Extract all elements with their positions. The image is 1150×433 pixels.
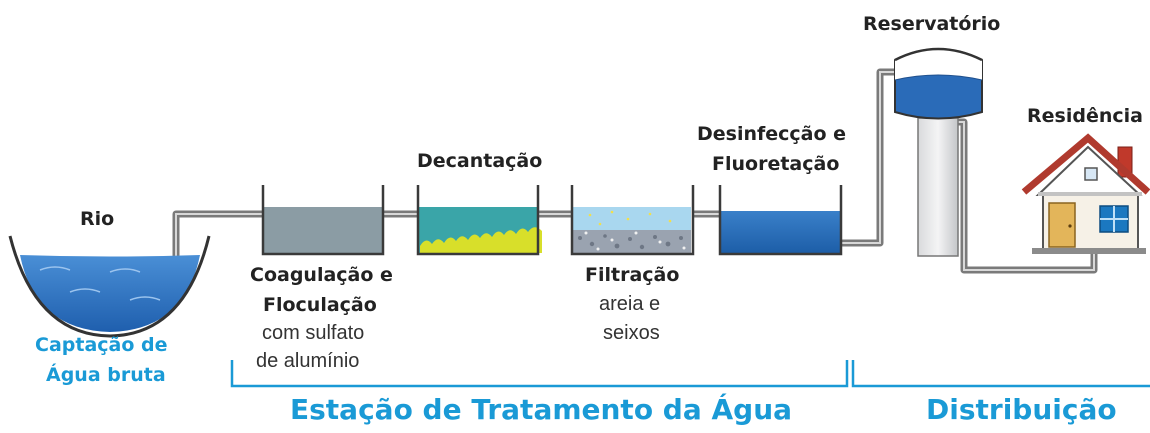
section-brackets [230, 360, 1150, 388]
label-residencia: Residência [1027, 105, 1143, 127]
label-coagulacao-detail-1: com sulfato [262, 322, 365, 344]
label-coagulacao-1: Coagulação e [250, 264, 393, 286]
coagulation-tank [261, 185, 385, 256]
decantation-tank [416, 185, 542, 256]
house [1021, 133, 1150, 254]
label-coagulacao-detail-2: de alumínio [256, 350, 360, 372]
label-coagulacao-2: Floculação [263, 294, 377, 316]
river-basin [8, 235, 211, 338]
label-captacao-1: Captação de [35, 334, 168, 356]
bracket-distribuicao [851, 360, 1150, 388]
reservoir-tower [894, 47, 983, 257]
label-filtracao-detail-1: areia e [599, 293, 661, 315]
bracket-estacao [230, 360, 849, 388]
label-rio: Rio [80, 208, 115, 230]
label-captacao-2: Água bruta [46, 364, 166, 386]
label-filtracao: Filtração [585, 264, 680, 286]
label-decantacao: Decantação [417, 150, 543, 172]
filtration-tank [570, 185, 695, 256]
label-desinfeccao-2: Fluoretação [712, 153, 840, 175]
disinfection-tank [718, 185, 843, 256]
pipe-river-to-coagulation [172, 210, 262, 258]
section-title-distribuicao: Distribuição [926, 393, 1117, 426]
section-title-estacao: Estação de Tratamento da Água [290, 393, 793, 426]
label-filtracao-detail-2: seixos [603, 322, 660, 344]
label-reservatorio: Reservatório [863, 13, 1001, 35]
label-desinfeccao-1: Desinfecção e [697, 123, 847, 145]
